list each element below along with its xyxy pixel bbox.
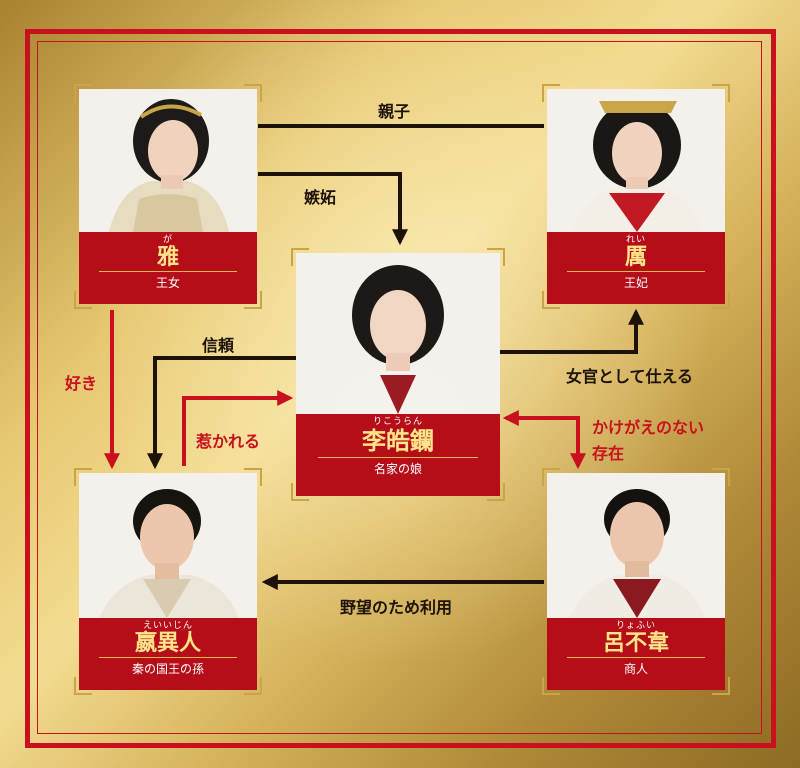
name-ryofui: 呂不韋	[602, 630, 669, 656]
inner-red-frame	[37, 41, 762, 734]
character-label-eiijin: えいいじん 嬴異人 秦の国王の孫	[79, 618, 257, 690]
portrait-eiijin-image	[79, 473, 257, 618]
relation-label-kakegae-2: 存在	[592, 444, 625, 463]
relation-label-yabou: 野望のため利用	[340, 598, 453, 617]
title-eiijin: 秦の国王の孫	[131, 662, 204, 676]
arrow-shinrai	[147, 356, 296, 470]
relation-label-shinrai: 信頼	[202, 336, 235, 355]
outer-red-frame	[25, 29, 776, 748]
ruby-rei: れい	[625, 235, 646, 245]
relation-label-nyokan: 女官として仕える	[566, 367, 694, 386]
arrow-nyokan	[500, 308, 644, 354]
name-ga: 雅	[156, 244, 179, 270]
character-photo-rikouran	[296, 253, 500, 414]
ruby-ryofui: りょふい	[615, 621, 656, 631]
ruby-ga: が	[162, 235, 173, 245]
name-rikouran: 李皓鑭	[362, 426, 434, 455]
name-eiijin: 嬴異人	[134, 630, 201, 656]
arrow-kakegae	[502, 410, 586, 470]
character-label-rei: れい 厲 王妃	[547, 232, 725, 304]
arrow-hikareru	[182, 390, 294, 466]
character-photo-ga	[79, 89, 257, 232]
character-photo-ryofui	[547, 473, 725, 618]
name-rei: 厲	[624, 244, 647, 270]
relation-label-shitto: 嫉妬	[304, 188, 337, 207]
portrait-rei-image	[547, 89, 725, 232]
title-ga: 王女	[155, 276, 180, 290]
character-label-ryofui: りょふい 呂不韋 商人	[547, 618, 725, 690]
character-card-rikouran[interactable]: りこうらん 李皓鑭 名家の娘	[291, 248, 505, 501]
character-card-rei[interactable]: れい 厲 王妃	[542, 84, 730, 309]
title-ryofui: 商人	[623, 662, 648, 676]
relation-label-kakegae-1: かけがえのない	[592, 418, 705, 437]
ruby-rikouran: りこうらん	[372, 417, 423, 427]
character-label-ga: が 雅 王女	[79, 232, 257, 304]
character-photo-rei	[547, 89, 725, 232]
relation-label-suki: 好き	[65, 374, 98, 393]
portrait-ga-image	[79, 89, 257, 232]
character-card-ryofui[interactable]: りょふい 呂不韋 商人	[542, 468, 730, 695]
title-rikouran: 名家の娘	[373, 462, 422, 476]
title-rei: 王妃	[623, 276, 648, 290]
character-card-eiijin[interactable]: えいいじん 嬴異人 秦の国王の孫	[74, 468, 262, 695]
arrow-shitto	[258, 172, 408, 246]
character-card-ga[interactable]: が 雅 王女	[74, 84, 262, 309]
relation-label-oyako: 親子	[378, 102, 411, 121]
portrait-ryofui-image	[547, 473, 725, 618]
character-photo-eiijin	[79, 473, 257, 618]
relation-label-hikareru: 惹かれる	[196, 432, 261, 451]
portrait-rikouran-image	[296, 253, 500, 414]
ruby-eiijin: えいいじん	[142, 621, 193, 631]
character-label-rikouran: りこうらん 李皓鑭 名家の娘	[296, 414, 500, 496]
